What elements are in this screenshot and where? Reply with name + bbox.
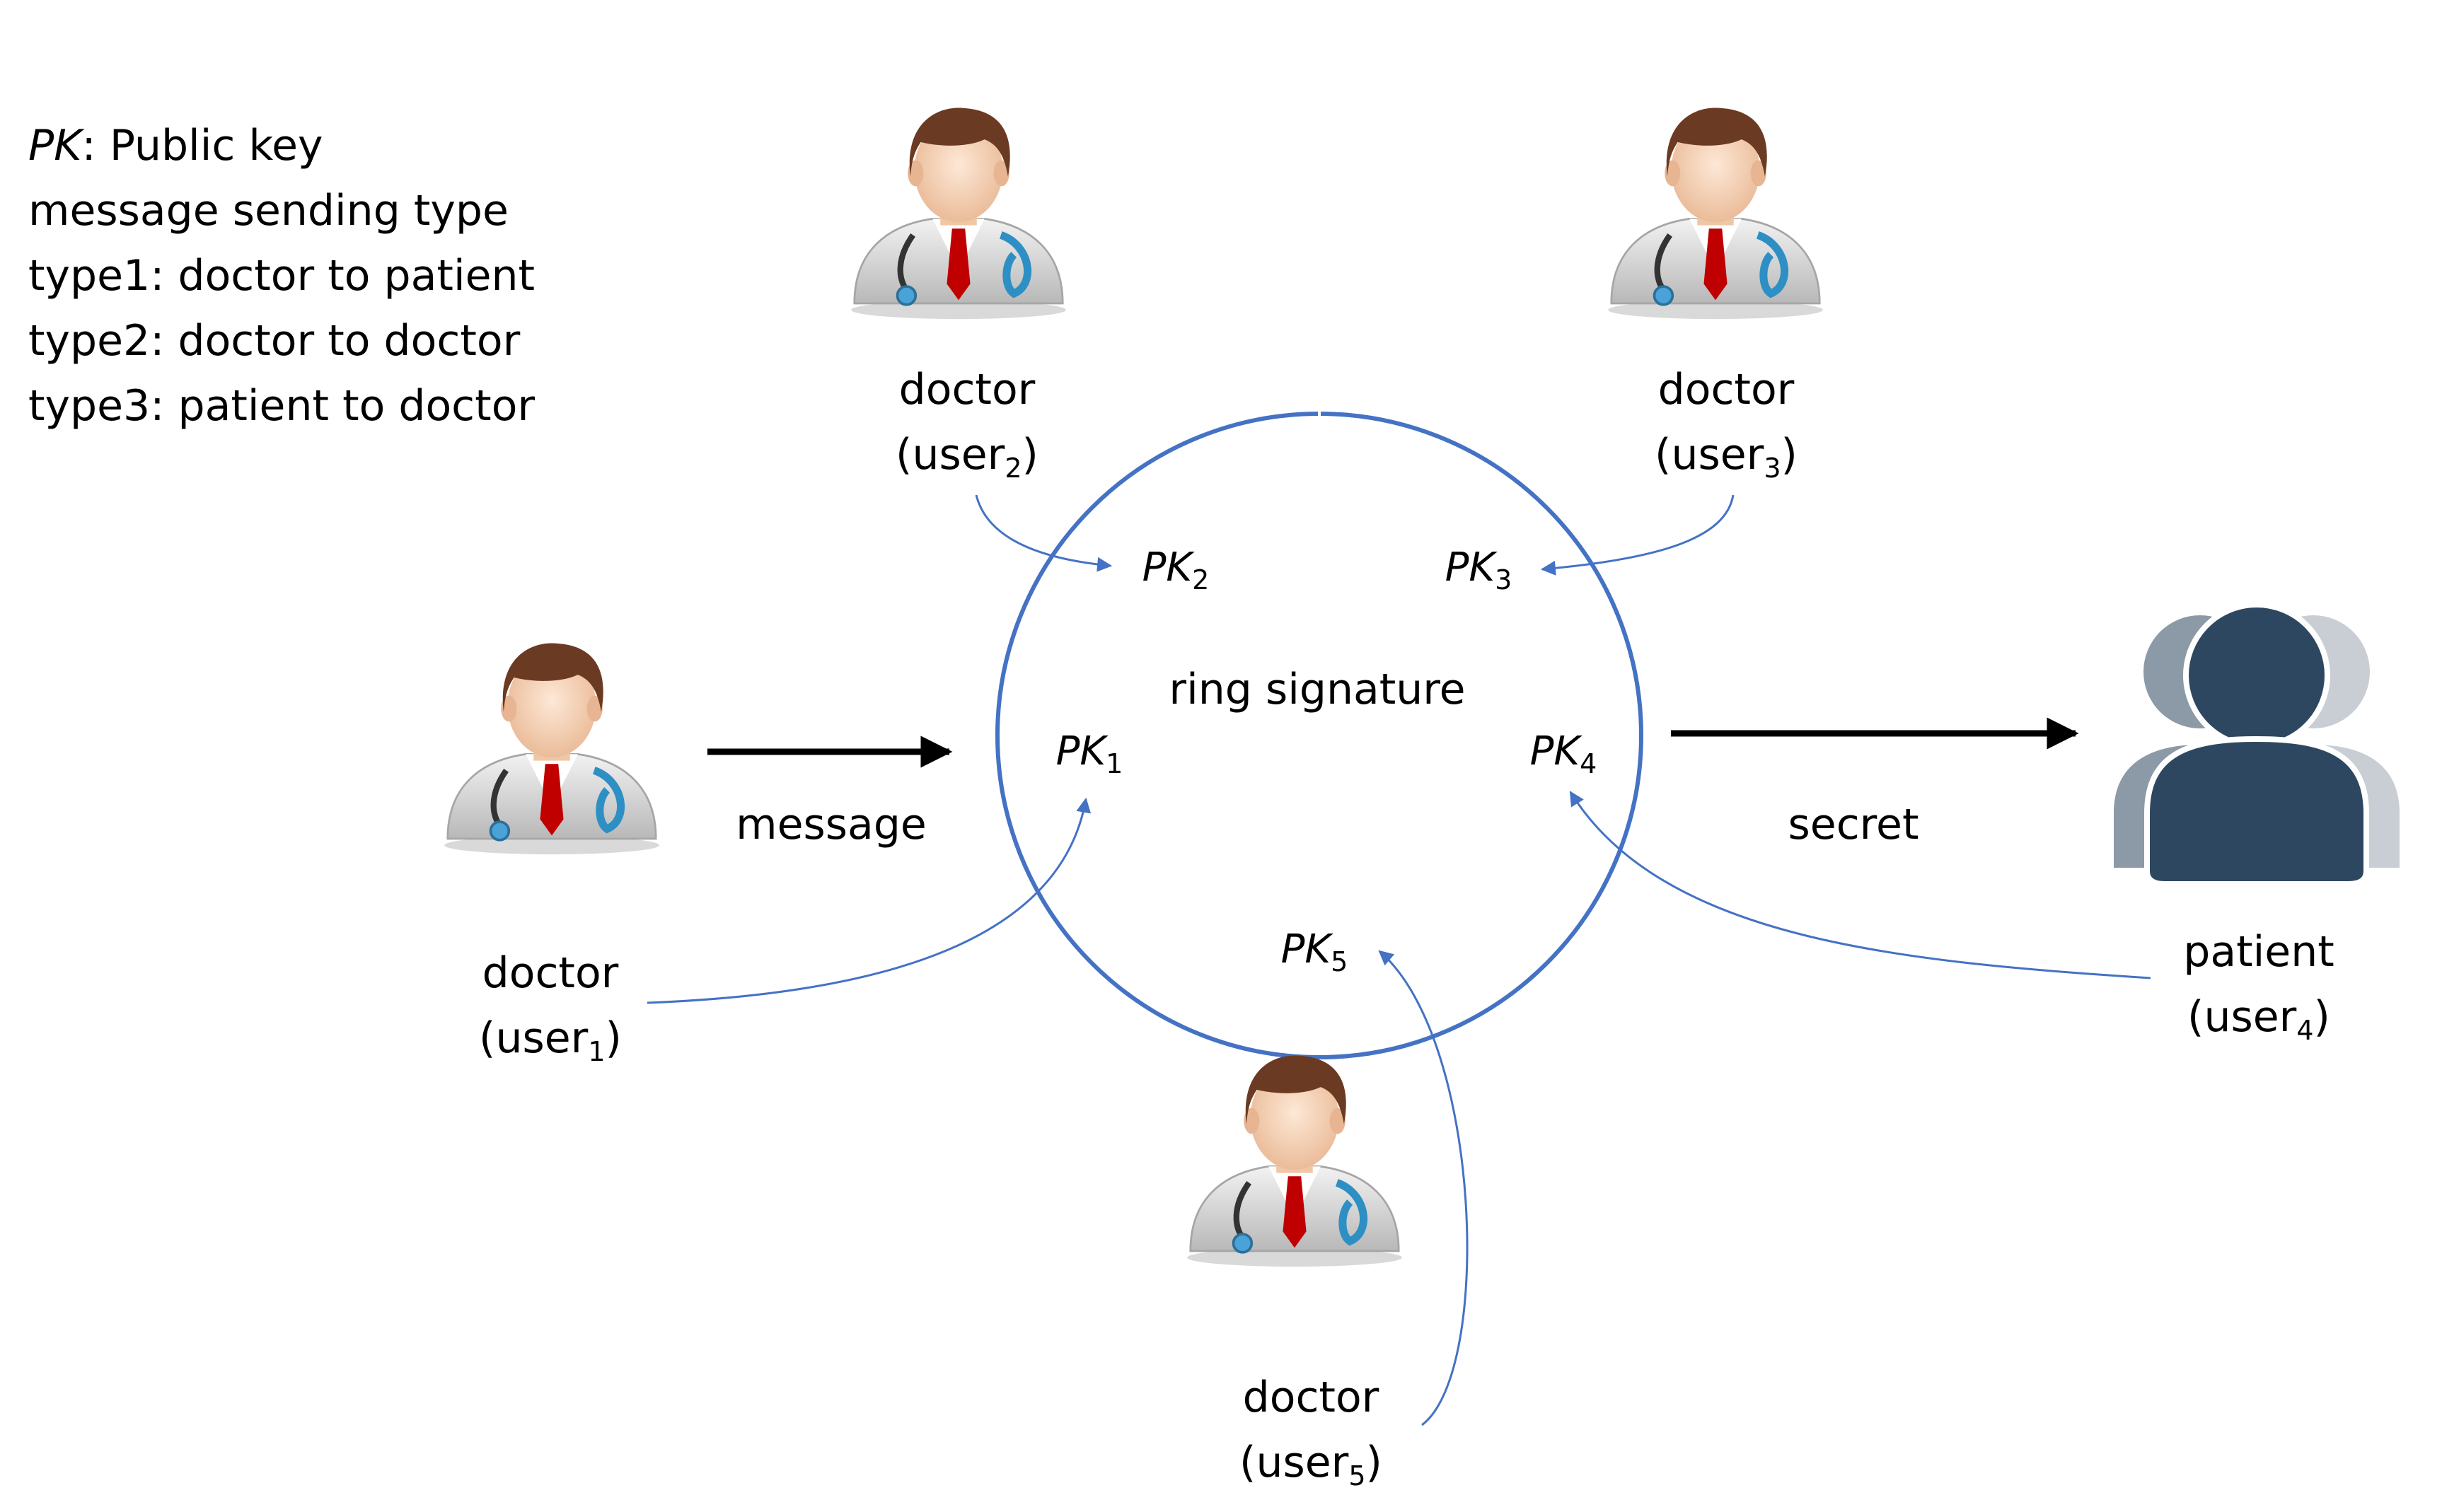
user-3-name-close: ) xyxy=(1781,430,1798,479)
user-2-label: doctor (user2) xyxy=(896,357,1038,501)
user-5-subscript: 5 xyxy=(1348,1460,1366,1491)
user-3-subscript: 3 xyxy=(1764,453,1781,484)
user-5-role: doctor xyxy=(1242,1373,1379,1422)
legend-pk-line: PK: Public key xyxy=(28,113,535,178)
doctor-icon-user1 xyxy=(444,643,659,854)
pk-1-subscript: 1 xyxy=(1106,748,1123,779)
pk-2-subscript: 2 xyxy=(1192,564,1210,595)
pk-5-subscript: 5 xyxy=(1331,946,1348,977)
user-2-name: (user2) xyxy=(896,422,1038,501)
link-user3-pk3 xyxy=(1540,494,1735,576)
doctor-icon-user3 xyxy=(1608,107,1823,319)
legend-line-3: type1: doctor to patient xyxy=(28,251,536,301)
user-1-name: (user1) xyxy=(479,1006,622,1084)
user-3-name-prefix: (user xyxy=(1655,430,1764,479)
user-1-subscript: 1 xyxy=(588,1036,606,1067)
doctor-icon-user5 xyxy=(1187,1055,1402,1267)
legend: PK: Public key message sending type type… xyxy=(28,113,535,438)
link-user1-pk1 xyxy=(647,797,1092,1004)
doctor-icon-user2 xyxy=(851,107,1066,319)
user-5-name-prefix: (user xyxy=(1239,1438,1349,1487)
user-5-label: doctor (user5) xyxy=(1239,1365,1382,1508)
pk-5-prefix: PK xyxy=(1280,926,1331,972)
user-4-subscript: 4 xyxy=(2296,1015,2314,1046)
user-2-role: doctor xyxy=(898,365,1036,414)
user-3-label: doctor (user3) xyxy=(1655,357,1798,501)
user-1-name-prefix: (user xyxy=(479,1013,589,1063)
user-1-name-close: ) xyxy=(605,1013,622,1063)
user-1-label: doctor (user1) xyxy=(479,941,622,1084)
legend-line-5: type3: patient to doctor xyxy=(28,381,536,431)
user-4-name-close: ) xyxy=(2313,992,2330,1042)
legend-pk-meaning: : Public key xyxy=(81,121,323,170)
user-4-name: (user4) xyxy=(2183,984,2334,1063)
pk-3-prefix: PK xyxy=(1445,545,1495,591)
user-4-label: patient (user4) xyxy=(2183,919,2334,1063)
pk-1-label: PK1 xyxy=(1056,728,1123,779)
patient-group-icon xyxy=(2110,602,2404,887)
user-5-name: (user5) xyxy=(1239,1430,1382,1508)
pk-5-label: PK5 xyxy=(1281,926,1348,977)
user-2-name-close: ) xyxy=(1022,430,1038,479)
pk-2-prefix: PK xyxy=(1142,545,1193,591)
legend-line-2: message sending type xyxy=(28,186,509,235)
pk-2-label: PK2 xyxy=(1142,545,1210,595)
user-3-role: doctor xyxy=(1657,365,1795,414)
user-4-name-prefix: (user xyxy=(2187,992,2297,1042)
user-4-role: patient xyxy=(2183,927,2334,977)
message-label: message xyxy=(736,800,927,849)
legend-line-4: type2: doctor to doctor xyxy=(28,316,521,366)
pk-3-subscript: 3 xyxy=(1495,564,1512,595)
ring-signature-label: ring signature xyxy=(1169,665,1466,714)
pk-4-label: PK4 xyxy=(1530,728,1597,779)
legend-pk-abbrev: PK xyxy=(28,121,82,170)
pk-1-prefix: PK xyxy=(1055,728,1106,774)
user-2-subscript: 2 xyxy=(1005,453,1022,484)
secret-label: secret xyxy=(1788,800,1919,849)
pk-3-label: PK3 xyxy=(1445,545,1512,595)
link-user2-pk2 xyxy=(975,494,1113,572)
link-user5-pk5 xyxy=(1378,950,1469,1426)
user-5-name-close: ) xyxy=(1365,1438,1382,1487)
user-2-name-prefix: (user xyxy=(896,430,1005,479)
user-3-name: (user3) xyxy=(1655,422,1798,501)
pk-4-prefix: PK xyxy=(1529,728,1580,774)
user-1-role: doctor xyxy=(482,948,619,998)
link-user4-pk4 xyxy=(1569,791,2151,979)
pk-4-subscript: 4 xyxy=(1580,748,1597,779)
